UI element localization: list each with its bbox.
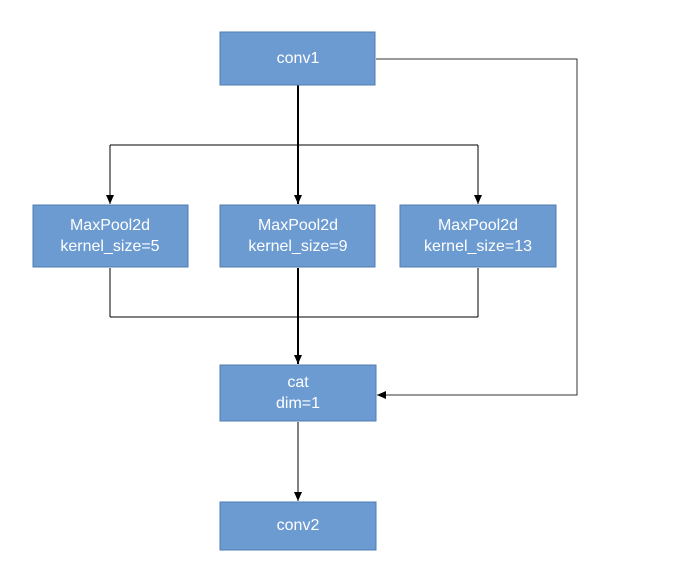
node-cat-param: dim=1 [276,395,320,412]
node-maxpool-13-box [399,204,557,268]
node-conv1-box [219,31,376,86]
node-maxpool-9-title: MaxPool2d [258,217,338,234]
node-maxpool-9-box [219,204,376,268]
node-conv1-label: conv1 [277,50,320,67]
node-maxpool-13-param: kernel_size=13 [424,238,532,255]
node-maxpool-5: MaxPool2d kernel_size=5 [32,204,189,268]
node-cat: cat dim=1 [219,364,377,422]
node-maxpool-13-title: MaxPool2d [438,217,518,234]
node-conv2-label: conv2 [277,517,320,534]
node-maxpool-9-param: kernel_size=9 [248,238,347,255]
node-maxpool-9: MaxPool2d kernel_size=9 [219,204,376,268]
node-maxpool-13: MaxPool2d kernel_size=13 [399,204,557,268]
node-maxpool-5-title: MaxPool2d [70,217,150,234]
node-maxpool-5-param: kernel_size=5 [60,238,159,255]
node-conv2-box [219,501,377,551]
node-cat-box [219,364,377,422]
node-conv1: conv1 [219,31,376,86]
edges [106,58,578,501]
node-conv2: conv2 [219,501,377,551]
node-maxpool-5-box [32,204,189,268]
edge-skip-conv1-to-cat [376,58,578,399]
node-cat-title: cat [287,374,309,391]
